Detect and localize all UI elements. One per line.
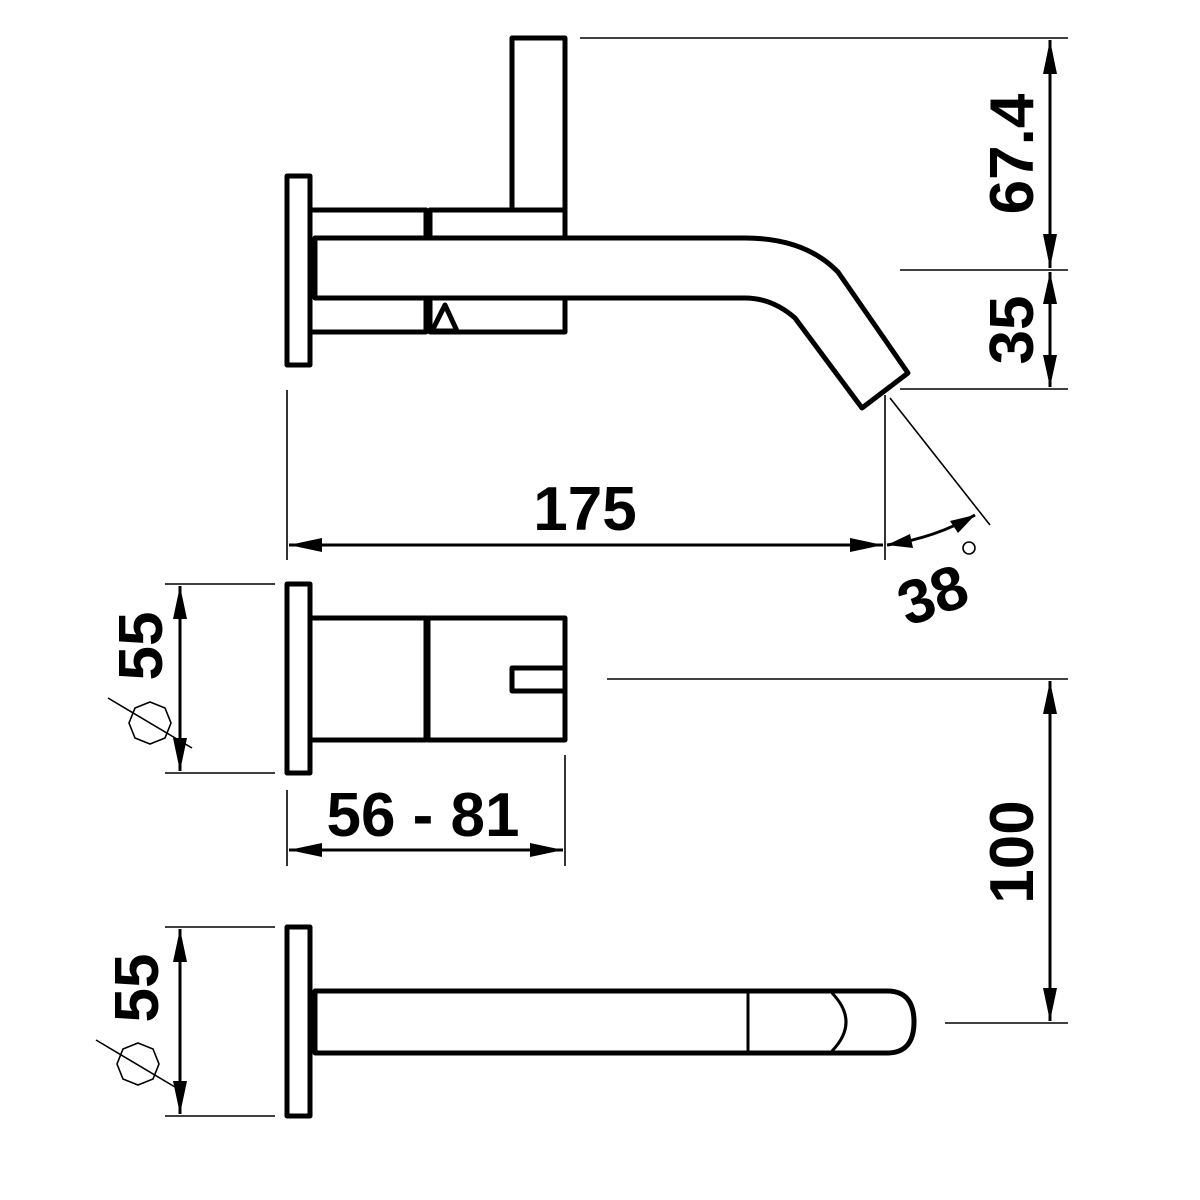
spout bbox=[312, 235, 911, 411]
spacing-label: 100 bbox=[978, 800, 1047, 903]
wall-rosette-front bbox=[284, 581, 313, 776]
valve-block-left bbox=[307, 615, 429, 743]
top-view bbox=[284, 924, 917, 1119]
aerator-arc bbox=[830, 991, 848, 1053]
handle-height-label: 67.4 bbox=[978, 93, 1047, 214]
dimension-handle-height: 67.4 bbox=[580, 37, 1068, 271]
projection-range-label: 56 - 81 bbox=[326, 781, 519, 850]
dimension-spout-height: 35 bbox=[900, 272, 1068, 390]
degree-mark bbox=[962, 541, 976, 555]
side-view bbox=[284, 35, 911, 411]
dimension-bottom-rosette-diameter: 55 bbox=[95, 926, 275, 1117]
dimension-projection-range: 56 - 81 bbox=[286, 755, 566, 866]
spout-top bbox=[312, 988, 917, 1056]
spout-length-label: 175 bbox=[533, 475, 636, 544]
wall-rosette-top bbox=[284, 924, 313, 1119]
wall-rosette-side bbox=[284, 173, 313, 368]
spout-angle-label: 38 bbox=[889, 552, 977, 640]
dimension-spacing: 100 bbox=[607, 678, 1068, 1024]
dimension-spout-length: 175 bbox=[286, 390, 886, 560]
valve-wedge bbox=[429, 302, 460, 334]
dimension-spout-angle: 38 bbox=[886, 397, 991, 640]
dimension-top-rosette-diameter: 55 bbox=[107, 583, 275, 774]
spout-height-label: 35 bbox=[978, 296, 1047, 365]
bottom-rosette-diameter-label: 55 bbox=[103, 954, 172, 1023]
top-rosette-diameter-label: 55 bbox=[107, 612, 176, 681]
front-view bbox=[284, 581, 568, 776]
handle-slot bbox=[509, 665, 568, 694]
